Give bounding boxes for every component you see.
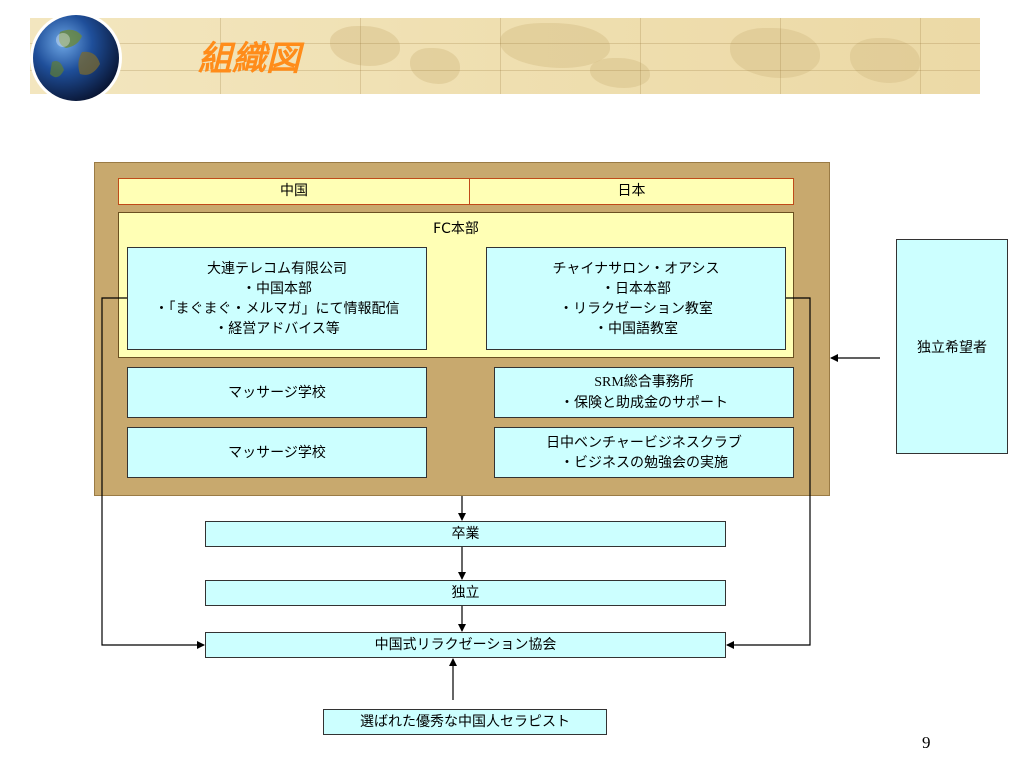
venture-club-box: 日中ベンチャービジネスクラブ ・ビジネスの勉強会の実施 bbox=[494, 427, 794, 478]
japan-box-line: チャイナサロン・オアシス bbox=[552, 260, 720, 277]
massage-school-label: マッサージ学校 bbox=[228, 444, 326, 461]
country-header-japan: 日本 bbox=[469, 178, 794, 205]
graduation-label: 卒業 bbox=[451, 526, 480, 542]
japan-headquarters-box: チャイナサロン・オアシス ・日本本部 ・リラクゼーション教室 ・中国語教室 bbox=[486, 247, 786, 350]
massage-school-label: マッサージ学校 bbox=[228, 384, 326, 401]
independence-hopeful-box: 独立希望者 bbox=[896, 239, 1008, 454]
srm-box-line: ・保険と助成金のサポート bbox=[560, 394, 728, 411]
page-title: 組織図 bbox=[198, 39, 300, 79]
china-box-line: 大連テレコム有限公司 bbox=[207, 260, 347, 277]
arrow-japan-hq-to-association bbox=[726, 297, 811, 649]
country-header-china: 中国 bbox=[118, 178, 470, 205]
graduation-box: 卒業 bbox=[205, 521, 726, 547]
china-box-line: ・「まぐまぐ・メルマガ」にて情報配信 bbox=[154, 300, 400, 317]
selected-therapists-label: 選ばれた優秀な中国人セラピスト bbox=[360, 714, 570, 730]
globe-logo-icon bbox=[30, 12, 122, 104]
venture-box-line: 日中ベンチャービジネスクラブ bbox=[546, 434, 742, 451]
independence-box: 独立 bbox=[205, 580, 726, 606]
independence-label: 独立 bbox=[451, 585, 480, 601]
japan-box-line: ・日本本部 bbox=[601, 280, 671, 297]
srm-box-line: SRM総合事務所 bbox=[594, 374, 694, 390]
china-box-line: ・経営アドバイス等 bbox=[214, 320, 340, 337]
fc-headquarters-label: FC本部 bbox=[433, 221, 479, 237]
association-label: 中国式リラクゼーション協会 bbox=[374, 637, 557, 653]
venture-box-line: ・ビジネスの勉強会の実施 bbox=[560, 454, 728, 471]
china-headquarters-box: 大連テレコム有限公司 ・中国本部 ・「まぐまぐ・メルマガ」にて情報配信 ・経営ア… bbox=[127, 247, 427, 350]
srm-office-box: SRM総合事務所 ・保険と助成金のサポート bbox=[494, 367, 794, 418]
arrow-china-hq-to-association bbox=[101, 297, 205, 649]
association-box: 中国式リラクゼーション協会 bbox=[205, 632, 726, 658]
independence-hopeful-label: 独立希望者 bbox=[917, 339, 987, 356]
selected-therapists-box: 選ばれた優秀な中国人セラピスト bbox=[323, 709, 607, 735]
massage-school-box-2: マッサージ学校 bbox=[127, 427, 427, 478]
massage-school-box-1: マッサージ学校 bbox=[127, 367, 427, 418]
page-number: 9 bbox=[922, 733, 931, 752]
japan-box-line: ・リラクゼーション教室 bbox=[559, 300, 713, 317]
china-box-line: ・中国本部 bbox=[242, 280, 312, 297]
japan-box-line: ・中国語教室 bbox=[594, 320, 678, 337]
header-banner bbox=[30, 18, 980, 94]
